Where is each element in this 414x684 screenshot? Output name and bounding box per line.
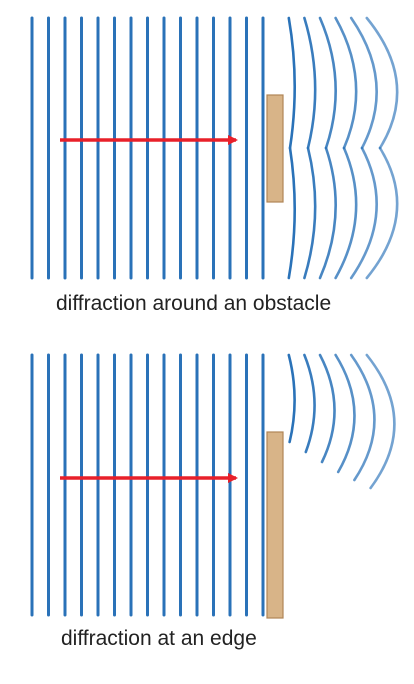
wavefront-group <box>30 353 396 617</box>
wavefront-line <box>365 353 396 490</box>
wavefront-line <box>365 146 399 280</box>
caption-edge: diffraction at an edge <box>61 627 257 650</box>
obstacle-barrier <box>266 94 284 203</box>
wavefront-line <box>334 353 356 474</box>
wavefront-line <box>334 16 358 150</box>
wavefront-line <box>303 146 317 280</box>
wavefront-line <box>318 16 337 150</box>
wavefront-line <box>318 146 337 280</box>
wavefront-line <box>303 16 317 150</box>
wavefront-line <box>349 353 376 482</box>
wavefront-group <box>30 16 399 280</box>
wavefront-line <box>318 353 336 464</box>
wavefront-line <box>365 16 399 150</box>
edge-barrier <box>266 431 284 619</box>
caption-obstacle: diffraction around an obstacle <box>56 292 331 315</box>
panel-edge: diffraction at an edge <box>30 353 396 650</box>
wavefront-line <box>349 146 378 280</box>
wavefront-line <box>287 353 296 444</box>
wavefront-line <box>349 16 378 150</box>
wavefront-line <box>303 353 316 454</box>
panel-obstacle: diffraction around an obstacle <box>30 16 399 315</box>
wavefront-line <box>287 146 296 280</box>
wavefront-line <box>334 146 358 280</box>
wavefront-line <box>287 16 296 150</box>
